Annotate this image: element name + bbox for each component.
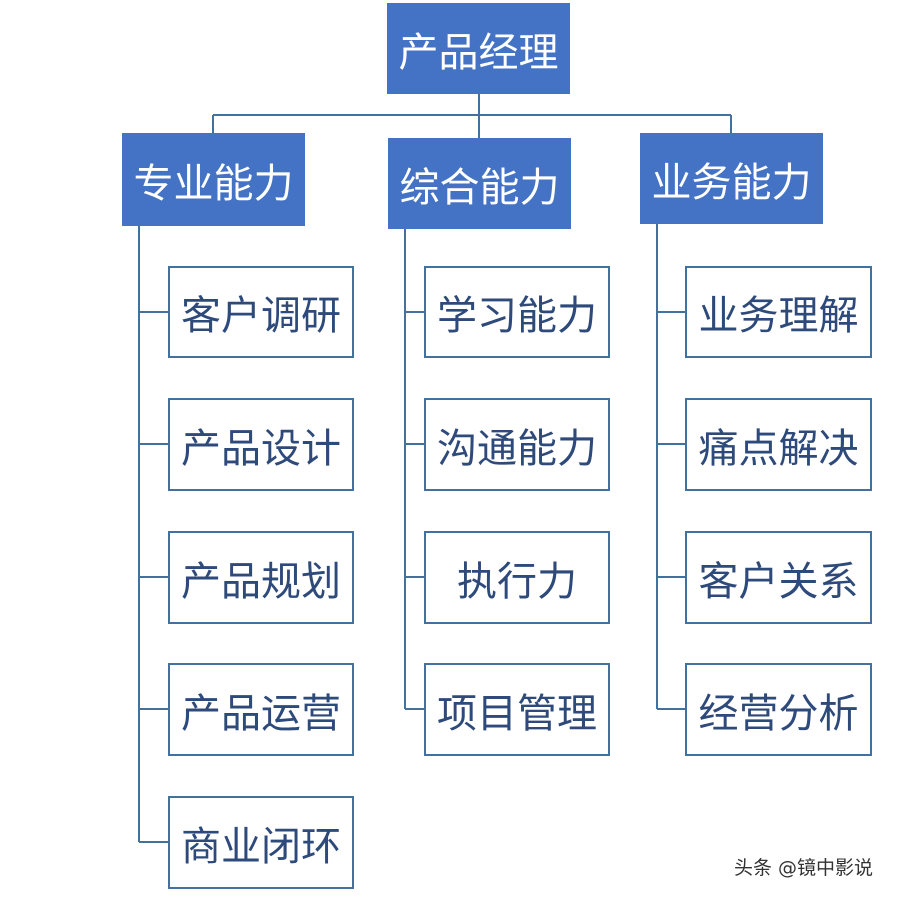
branch-node-3: 业务能力 [640, 133, 823, 224]
leaf-node-2-1: 学习能力 [424, 266, 610, 358]
leaf-node-2-4: 项目管理 [424, 663, 610, 756]
leaf-node-3-4: 经营分析 [685, 663, 872, 756]
branch-node-1: 专业能力 [122, 133, 305, 226]
leaf-node-1-3: 产品规划 [168, 531, 354, 624]
watermark: 头条 @镜中影说 [734, 857, 874, 879]
leaf-node-3-1: 业务理解 [685, 266, 872, 358]
leaf-node-1-4: 产品运营 [168, 663, 354, 756]
leaf-node-1-1: 客户调研 [168, 266, 354, 358]
leaf-node-3-2: 痛点解决 [685, 398, 872, 491]
leaf-node-1-5: 商业闭环 [168, 796, 354, 889]
leaf-node-2-2: 沟通能力 [424, 398, 610, 491]
branch-node-2: 综合能力 [388, 138, 571, 229]
leaf-node-3-3: 客户关系 [685, 531, 872, 624]
leaf-node-2-3: 执行力 [424, 531, 610, 624]
leaf-node-1-2: 产品设计 [168, 398, 354, 491]
root-node: 产品经理 [387, 3, 570, 94]
